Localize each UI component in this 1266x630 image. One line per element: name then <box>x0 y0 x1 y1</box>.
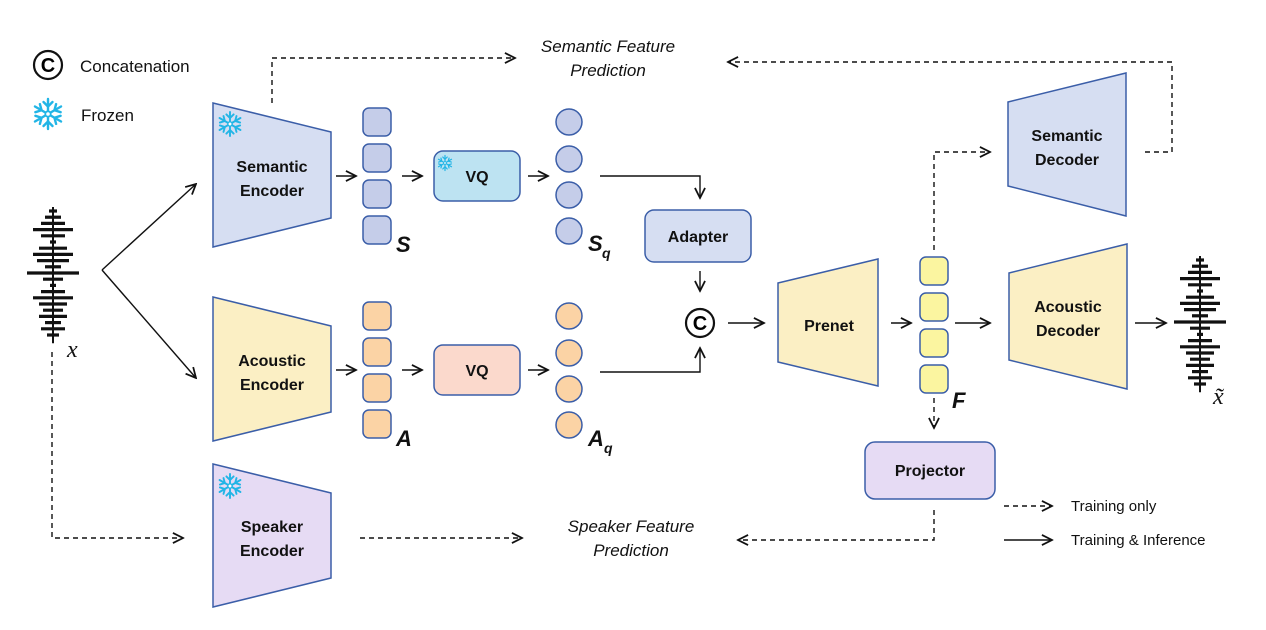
speaker-encoder: Speaker Encoder <box>212 463 332 608</box>
adapter: Adapter <box>644 209 752 263</box>
speaker-encoder-label-2: Encoder <box>240 543 304 560</box>
quantized-semantic-tokens <box>555 108 583 245</box>
projector: Projector <box>864 441 996 500</box>
dashed-arrow-to-semantic-decoder <box>933 152 990 250</box>
token <box>919 364 949 394</box>
prenet-label: Prenet <box>804 318 854 335</box>
acoustic-decoder: Acoustic Decoder <box>1008 243 1128 390</box>
token <box>555 411 583 439</box>
legend-training-inference-label: Training & Inference <box>1071 532 1206 549</box>
token <box>919 256 949 286</box>
legend-training-only: Training only <box>1004 498 1157 515</box>
token <box>362 215 392 245</box>
adapter-label: Adapter <box>668 229 728 246</box>
semantic-encoder-label-1: Semantic <box>236 159 307 176</box>
output-waveform <box>1174 256 1226 393</box>
dashed-arrow-to-semantic-prediction <box>728 62 1173 153</box>
arrow-to-concat-from-aq <box>600 348 700 373</box>
quantized-acoustic-subscript: q <box>604 440 613 456</box>
dashed-arrow-from-semantic-encoder <box>271 58 515 103</box>
quantized-semantic-variable: S <box>588 231 603 256</box>
semantic-tokens <box>362 107 392 245</box>
speaker-prediction-label-1: Speaker Feature <box>568 517 695 536</box>
quantized-acoustic-variable: A <box>587 426 604 451</box>
token <box>362 409 392 439</box>
concat-symbol: C <box>693 313 707 335</box>
semantic-encoder-label-2: Encoder <box>240 183 304 200</box>
projector-label: Projector <box>895 463 965 480</box>
acoustic-decoder-label-1: Acoustic <box>1034 299 1102 316</box>
concatenation-node: C <box>684 307 716 339</box>
token <box>555 181 583 209</box>
semantic-prediction-label-2: Prediction <box>570 61 646 80</box>
quantized-semantic-subscript: q <box>602 245 611 261</box>
token <box>919 328 949 358</box>
token <box>555 302 583 330</box>
speaker-encoder-label-1: Speaker <box>241 519 303 536</box>
token <box>555 145 583 173</box>
arrow-to-acoustic-encoder <box>101 269 196 378</box>
token <box>362 107 392 137</box>
token <box>555 108 583 136</box>
semantic-prediction-label-1: Semantic Feature <box>541 37 675 56</box>
speaker-prediction-label-2: Prediction <box>593 541 669 560</box>
vq-semantic-label: VQ <box>465 169 488 186</box>
acoustic-encoder: Acoustic Encoder <box>212 296 332 442</box>
prenet: Prenet <box>777 258 879 387</box>
fused-tokens <box>919 256 949 394</box>
token <box>362 373 392 403</box>
token <box>555 217 583 245</box>
token <box>362 337 392 367</box>
token <box>362 301 392 331</box>
semantic-decoder-label-2: Decoder <box>1035 152 1099 169</box>
quantized-acoustic-tokens <box>555 302 583 439</box>
arrow-to-adapter <box>600 175 700 198</box>
dashed-arrow-to-speaker-prediction <box>738 510 935 540</box>
token <box>555 339 583 367</box>
vq-semantic: VQ <box>433 150 521 202</box>
legend-frozen-label: Frozen <box>81 106 134 125</box>
token <box>919 292 949 322</box>
concatenation-icon <box>32 49 64 81</box>
semantic-encoder: Semantic Encoder <box>212 102 332 248</box>
legend-concatenation-label: Concatenation <box>80 57 190 76</box>
legend-training-inference: Training & Inference <box>1004 532 1206 549</box>
token <box>555 375 583 403</box>
semantic-features-variable: S <box>396 232 411 257</box>
legend-frozen: Frozen <box>33 97 134 131</box>
snowflake-icon <box>33 97 63 131</box>
acoustic-encoder-label-2: Encoder <box>240 377 304 394</box>
vq-acoustic: VQ <box>433 344 521 396</box>
input-variable: x <box>66 337 78 363</box>
semantic-decoder: Semantic Decoder <box>1007 72 1127 217</box>
dashed-arrow-to-speaker-encoder <box>51 352 183 538</box>
arrow-to-semantic-encoder <box>101 184 196 271</box>
legend-concatenation: C Concatenation <box>32 49 190 81</box>
output-variable: x̃ <box>1212 384 1225 410</box>
vq-acoustic-label: VQ <box>465 363 488 380</box>
legend-training-only-label: Training only <box>1071 498 1157 515</box>
acoustic-features-variable: A <box>395 426 412 451</box>
semantic-decoder-label-1: Semantic <box>1031 128 1102 145</box>
input-waveform <box>27 207 79 344</box>
token <box>362 143 392 173</box>
token <box>362 179 392 209</box>
acoustic-decoder-label-2: Decoder <box>1036 323 1100 340</box>
concatenation-icon-glyph: C <box>41 55 55 77</box>
acoustic-encoder-label-1: Acoustic <box>238 353 306 370</box>
fused-features-variable: F <box>952 388 966 413</box>
acoustic-tokens <box>362 301 392 439</box>
